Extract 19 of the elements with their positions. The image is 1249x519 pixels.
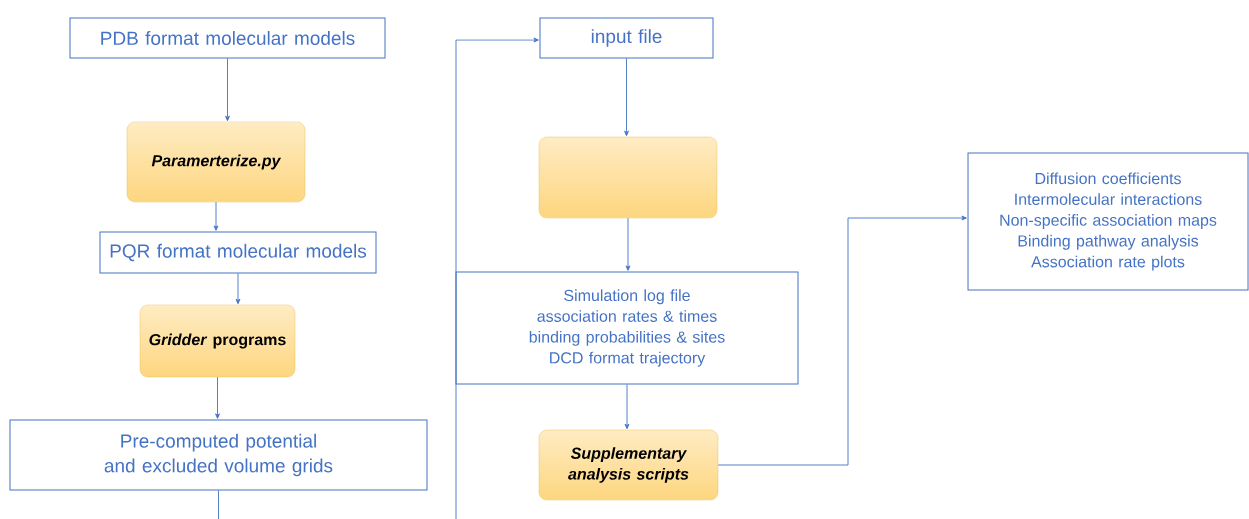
tool-box: Paramerterize.py [126, 121, 306, 203]
arrow [225, 58, 230, 122]
process-box: PQR format molecular models [99, 231, 377, 274]
process-box: input file [539, 17, 714, 59]
process-box: Simulation log file association rates & times binding probabilities & sites DCD format trajectory [455, 271, 799, 385]
arrow [624, 58, 629, 137]
tool-box [538, 136, 718, 219]
process-box: Pre-computed potential and excluded volume grids [9, 419, 428, 491]
arrow [235, 273, 241, 305]
arrow [717, 215, 967, 466]
arrow [213, 201, 219, 231]
process-box: Diffusion coefficients Intermolecular interactions Non-specific association maps Binding pathway analysis Association rate plots [967, 152, 1249, 291]
arrow [624, 384, 630, 430]
arrow [215, 376, 220, 419]
arrow [625, 217, 631, 271]
tool-box: Supplementary analysis scripts [538, 429, 719, 501]
tool-box: Gridder programs [139, 304, 296, 378]
arrow [455, 37, 539, 519]
process-box: PDB format molecular models [69, 17, 386, 59]
